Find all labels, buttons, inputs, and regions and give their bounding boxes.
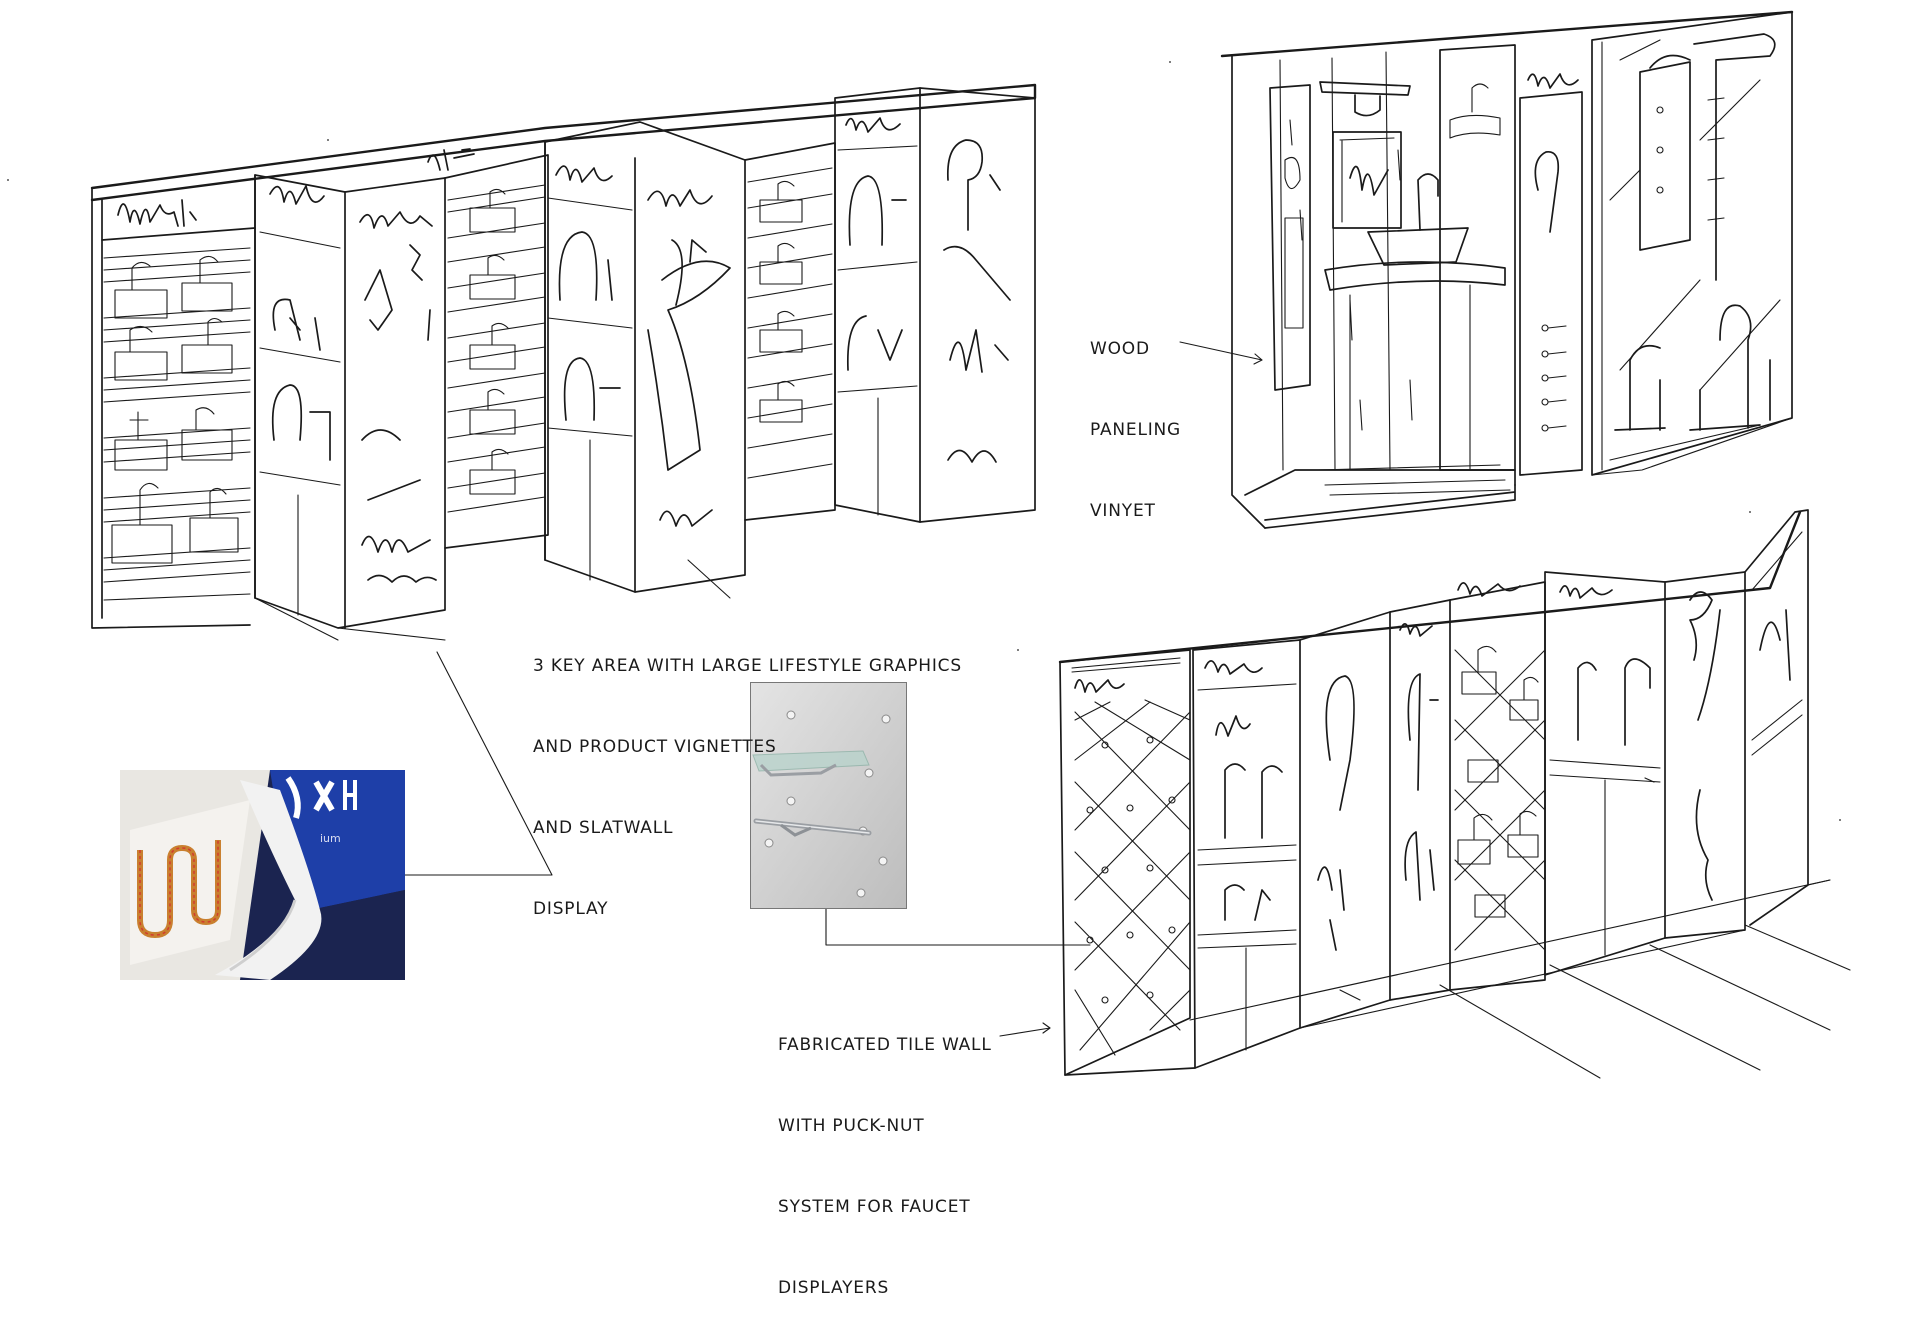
tile-wall-line-3: SYSTEM FOR FAUCET [778, 1197, 971, 1217]
key-area-line-1: 3 KEY AREA WITH LARGE LIFESTYLE GRAPHICS [533, 656, 962, 676]
lightbox-fabric-photo: ium [120, 770, 405, 980]
leader-tile-wall [1000, 1028, 1050, 1036]
wood-paneling-line-2: PANELING [1090, 420, 1182, 440]
tile-wall-line-2: WITH PUCK-NUT [778, 1116, 925, 1136]
tile-wall-line-1: FABRICATED TILE WALL [778, 1035, 992, 1055]
glass-shelf-photo-art [751, 683, 906, 908]
wood-paneling-line-3: VINYET [1090, 501, 1156, 521]
wood-paneling-note: WOOD PANELING VINYET [1090, 282, 1181, 552]
tile-wall-display-sketch [1060, 510, 1850, 1078]
key-area-line-2: AND PRODUCT VIGNETTES [533, 737, 777, 757]
tile-wall-line-4: DISPLAYERS [778, 1278, 890, 1298]
key-area-line-4: DISPLAY [533, 899, 609, 919]
key-area-note: 3 KEY AREA WITH LARGE LIFESTYLE GRAPHICS… [533, 599, 962, 950]
leader-key-area [688, 560, 730, 598]
leader-glass-shelf [826, 907, 1090, 945]
leader-lightbox [405, 652, 552, 875]
leader-wood-paneling [1180, 342, 1262, 360]
slatwall-display-sketch [92, 85, 1035, 640]
bathroom-vignette-sketch [1222, 12, 1792, 528]
store-fixture-sketch [7, 0, 1920, 1118]
tile-wall-note: FABRICATED TILE WALL WITH PUCK-NUT SYSTE… [778, 978, 992, 1329]
wood-paneling-line-1: WOOD [1090, 339, 1150, 359]
lightbox-logo-text: ium [320, 832, 341, 845]
lightbox-photo-art: ium [120, 770, 405, 980]
key-area-line-3: AND SLATWALL [533, 818, 674, 838]
glass-shelf-photo [750, 682, 907, 909]
